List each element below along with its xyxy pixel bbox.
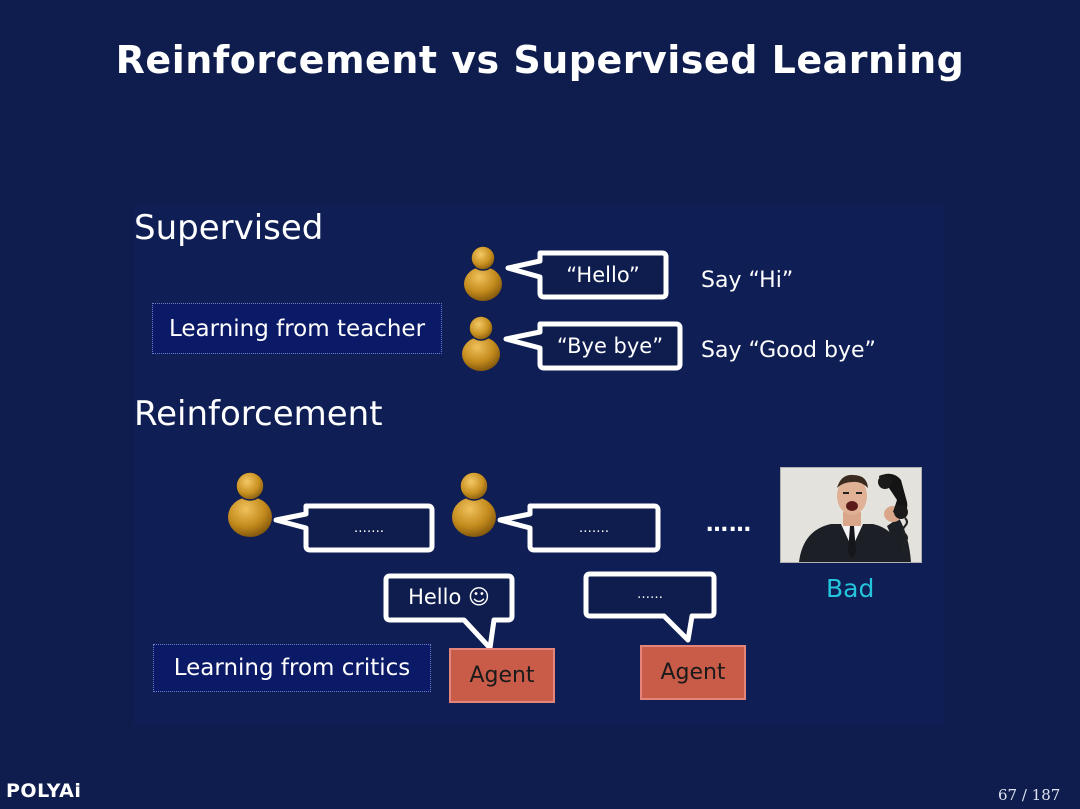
user-speech-bubble-2: …….: [496, 502, 662, 554]
bye-bye-speech-bubble: “Bye bye”: [500, 320, 684, 372]
angry-man-phone-photo: [780, 467, 922, 563]
person-icon: [450, 470, 498, 538]
agent-speech-bubble-2: ……: [582, 570, 718, 644]
learning-from-critics-label: Learning from critics: [153, 644, 431, 692]
say-good-bye-response: Say “Good bye”: [701, 338, 876, 363]
person-icon: [226, 470, 274, 538]
agent-box-1: Agent: [449, 648, 555, 703]
agent-speech-bubble-1: Hello ☺: [382, 572, 516, 652]
agent-utterance-1: Hello ☺: [408, 585, 490, 609]
continuation-ellipsis: ……: [706, 512, 752, 537]
bye-bye-utterance: “Bye bye”: [556, 334, 664, 358]
learning-from-teacher-label: Learning from teacher: [152, 303, 442, 354]
agent-box-2: Agent: [640, 645, 746, 700]
person-icon: [460, 314, 502, 372]
reinforcement-heading: Reinforcement: [134, 394, 383, 434]
hello-speech-bubble: “Hello”: [502, 249, 670, 301]
user-utterance-1: …….: [353, 520, 385, 536]
say-hi-response: Say “Hi”: [701, 268, 794, 293]
supervised-heading: Supervised: [134, 208, 324, 248]
page-number: 67 / 187: [998, 786, 1061, 804]
user-utterance-2: …….: [578, 520, 610, 536]
bad-feedback-label: Bad: [826, 574, 875, 603]
person-icon: [462, 244, 504, 302]
hello-utterance: “Hello”: [566, 263, 640, 287]
slide-title: Reinforcement vs Supervised Learning: [115, 38, 965, 82]
polyai-logo: POLYAi: [6, 780, 82, 802]
agent-utterance-2: ……: [637, 586, 663, 602]
user-speech-bubble-1: …….: [272, 502, 436, 554]
